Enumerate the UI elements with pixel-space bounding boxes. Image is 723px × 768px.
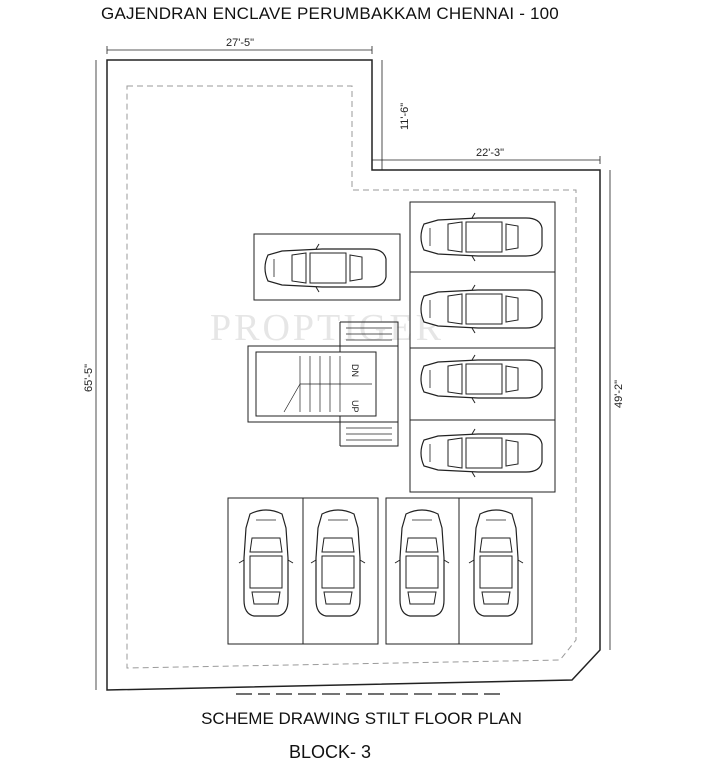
- stair-up-label: UP: [350, 400, 360, 413]
- dimension-lines: [95, 46, 611, 690]
- watermark: PROPTIGER: [210, 307, 444, 349]
- parked-car: [420, 354, 543, 404]
- staircase: [247, 321, 399, 447]
- right-parking-column: [409, 201, 556, 493]
- parked-car: [420, 284, 543, 334]
- plan-subtitle: SCHEME DRAWING STILT FLOOR PLAN: [201, 709, 522, 728]
- dim-left-height: 65'-5": [83, 364, 95, 392]
- dim-notch-depth: 11'-6": [399, 103, 411, 130]
- stair-down-label: DN: [350, 364, 360, 377]
- parked-car: [310, 509, 366, 617]
- dim-top-width: 27'-5": [226, 37, 254, 49]
- site-boundary: [106, 59, 601, 691]
- block-label: BLOCK- 3: [288, 742, 372, 762]
- bottom-parking-row: [227, 497, 533, 645]
- parked-car: [264, 243, 387, 293]
- dim-right-top-width: 22'-3": [476, 147, 504, 159]
- parked-car: [394, 509, 450, 617]
- plan-title: GAJENDRAN ENCLAVE PERUMBAKKAM CHENNAI - …: [101, 4, 559, 23]
- parked-car: [238, 509, 294, 617]
- setback-line: [126, 85, 577, 669]
- parked-car: [420, 428, 543, 478]
- single-parking-bay: [253, 233, 401, 301]
- dim-right-height: 49'-2": [613, 380, 625, 408]
- parked-car: [468, 509, 524, 617]
- parked-car: [420, 212, 543, 262]
